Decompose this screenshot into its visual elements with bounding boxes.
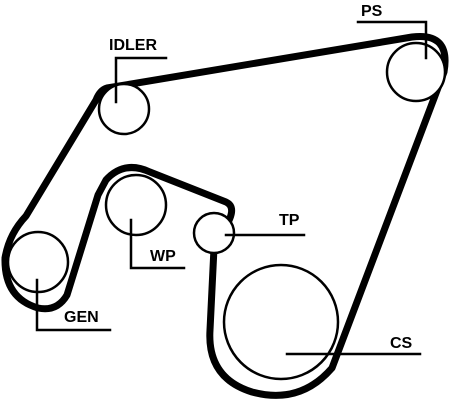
- serpentine-belt: [1, 32, 449, 399]
- idler-label: IDLER: [109, 37, 157, 54]
- idler-pulley: [97, 82, 151, 136]
- tp-pulley: [192, 211, 236, 255]
- idler-leader-line: [114, 56, 168, 104]
- ps-leader-line: [356, 20, 428, 60]
- gen-label: GEN: [64, 309, 99, 326]
- wp-label: WP: [150, 248, 176, 265]
- gen-leader-line: [35, 278, 112, 332]
- ps-pulley: [385, 41, 447, 103]
- cs-label: CS: [390, 335, 413, 352]
- wp-pulley: [104, 173, 168, 237]
- ps-label: PS: [361, 3, 383, 20]
- tp-label: TP: [279, 212, 300, 229]
- cs-pulley: [222, 263, 340, 381]
- wp-leader-line: [129, 218, 186, 270]
